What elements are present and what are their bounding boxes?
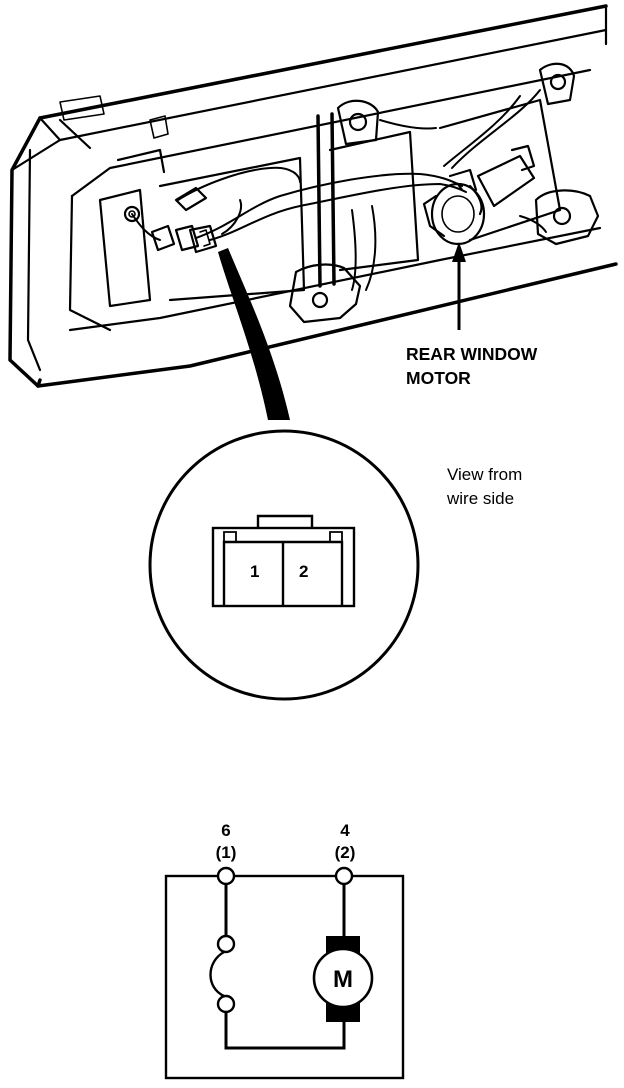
view-label-line1: View from xyxy=(447,465,522,484)
connector-terminal-1: 1 xyxy=(250,562,259,581)
motor-label-line1: REAR WINDOW xyxy=(406,344,538,364)
view-label-line2: wire side xyxy=(446,489,514,508)
terminal-left-number: 6 xyxy=(221,821,230,840)
callout-wedge xyxy=(218,248,290,420)
connector-terminal-2: 2 xyxy=(299,562,308,581)
rear-window-motor xyxy=(422,144,536,246)
terminal-left-connector-pin: (1) xyxy=(216,843,237,862)
motor-pointer-arrow xyxy=(452,242,466,330)
motor-symbol-label: M xyxy=(333,966,353,993)
motor-label-line2: MOTOR xyxy=(406,368,471,388)
motor-schematic xyxy=(164,866,405,1080)
terminal-right-number: 4 xyxy=(340,821,350,840)
tailgate-panel-drawing xyxy=(8,4,618,388)
terminal-right-connector-pin: (2) xyxy=(335,843,356,862)
connector-magnified-view xyxy=(148,429,420,701)
wiring-harness xyxy=(131,89,547,291)
harness-connector xyxy=(150,224,218,254)
